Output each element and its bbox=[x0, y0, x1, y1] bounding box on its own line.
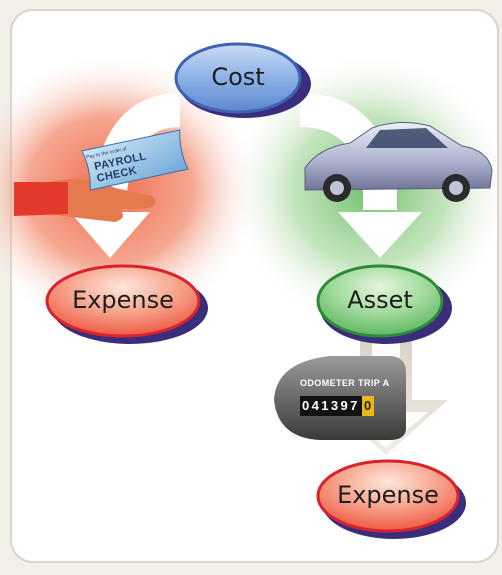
odometer-last-digit: 0 bbox=[364, 398, 372, 413]
flow-arrow-left-head bbox=[70, 212, 150, 258]
expense-bottom-node bbox=[316, 459, 460, 533]
odometer-label: ODOMETER TRIP A bbox=[300, 378, 390, 388]
cost-label: Cost bbox=[211, 63, 265, 91]
expense-left-node bbox=[45, 264, 201, 338]
odometer-badge bbox=[274, 356, 406, 440]
asset-label: Asset bbox=[347, 286, 413, 314]
expense-left-label: Expense bbox=[72, 286, 174, 314]
flow-arrow-right-head bbox=[338, 212, 422, 258]
sleeve bbox=[14, 182, 68, 216]
car-illustration bbox=[304, 122, 493, 202]
payroll-check bbox=[81, 129, 189, 191]
cost-node bbox=[174, 42, 302, 114]
expense-bottom-label: Expense bbox=[337, 481, 439, 509]
asset-node bbox=[316, 264, 444, 338]
odometer-reading: 041397 bbox=[302, 398, 360, 413]
expense-glow bbox=[0, 55, 260, 325]
